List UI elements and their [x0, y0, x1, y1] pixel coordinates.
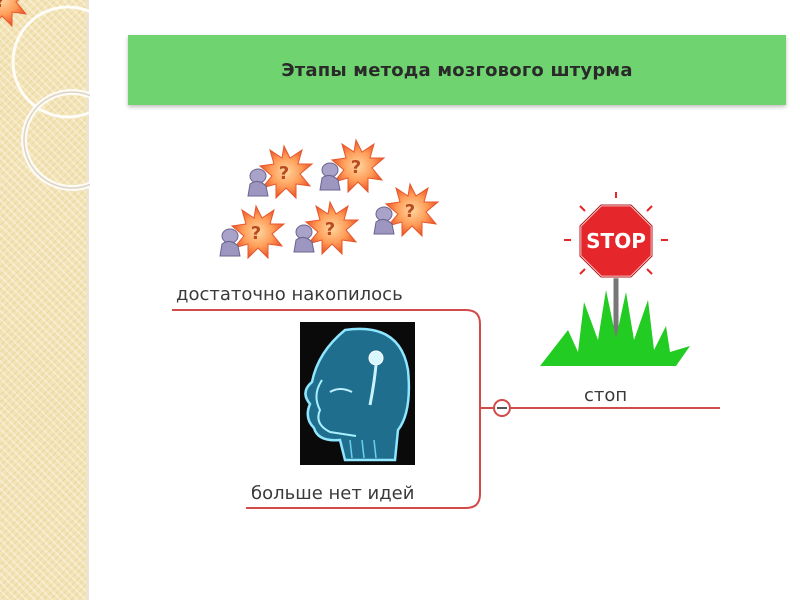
node-label-stop: стоп: [584, 385, 627, 406]
node-label-no-ideas: больше нет идей: [251, 483, 414, 504]
svg-text:STOP: STOP: [586, 229, 646, 253]
node-label-enough: достаточно накопилось: [176, 284, 403, 305]
